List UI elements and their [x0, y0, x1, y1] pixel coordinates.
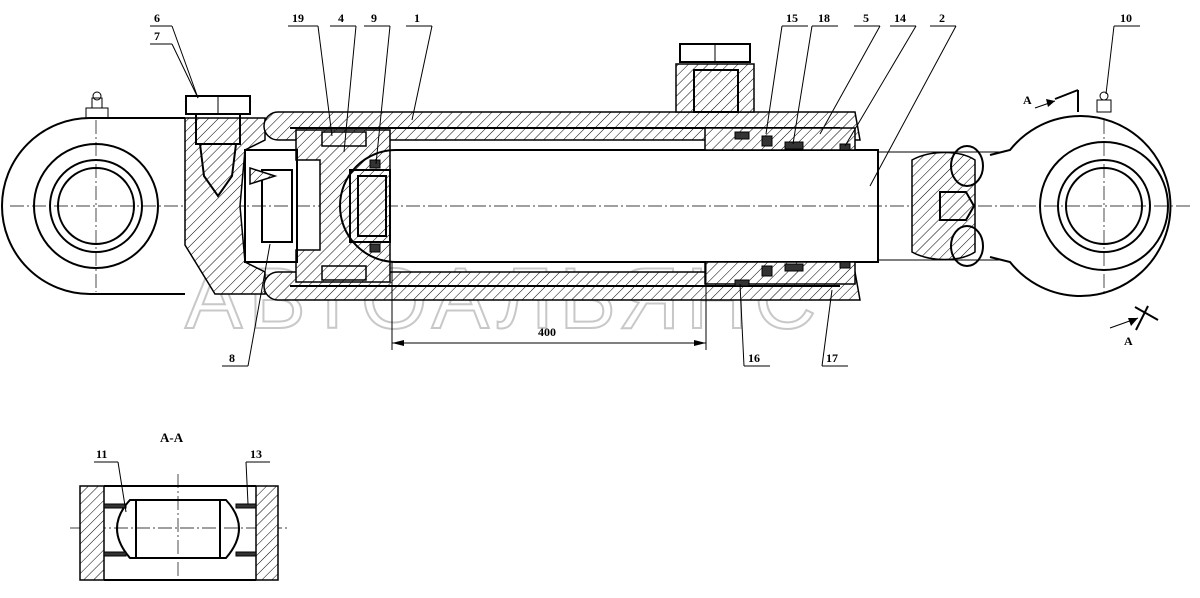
rear-port-plug — [185, 95, 251, 198]
label-4: 4 — [338, 11, 344, 25]
label-19: 19 — [292, 11, 304, 25]
section-title: А-А — [160, 430, 184, 445]
part-labels: 6 7 19 4 9 1 15 18 5 14 2 10 8 16 17 — [154, 11, 1132, 365]
grease-nipple-rear-icon — [85, 91, 109, 119]
dimension-value: 400 — [538, 325, 556, 339]
label-11: 11 — [96, 447, 107, 461]
label-14: 14 — [894, 11, 906, 25]
section-marker-bottom: А — [1109, 305, 1159, 348]
leader-lines — [150, 25, 1140, 367]
section-detail: А-А 11 13 — [70, 430, 290, 584]
rear-eye — [1, 91, 266, 295]
label-13: 13 — [250, 447, 262, 461]
label-6: 6 — [154, 11, 160, 25]
label-10: 10 — [1120, 11, 1132, 25]
dimension-stroke: 400 — [391, 262, 707, 350]
label-15: 15 — [786, 11, 798, 25]
section-marker-top: А — [1023, 89, 1079, 112]
label-5: 5 — [863, 11, 869, 25]
rod-gland — [704, 127, 856, 287]
label-8: 8 — [229, 351, 235, 365]
piston-assembly — [244, 129, 391, 283]
label-9: 9 — [371, 11, 377, 25]
label-1: 1 — [414, 11, 420, 25]
rod-eye — [911, 91, 1172, 297]
label-18: 18 — [818, 11, 830, 25]
section-marker-top-letter: А — [1023, 93, 1032, 107]
grease-nipple-front-icon — [1096, 91, 1112, 113]
label-16: 16 — [748, 351, 760, 365]
rod-end-port-plug — [675, 43, 755, 113]
label-7: 7 — [154, 29, 160, 43]
section-marker-bottom-letter: А — [1124, 334, 1133, 348]
label-17: 17 — [826, 351, 838, 365]
label-2: 2 — [939, 11, 945, 25]
